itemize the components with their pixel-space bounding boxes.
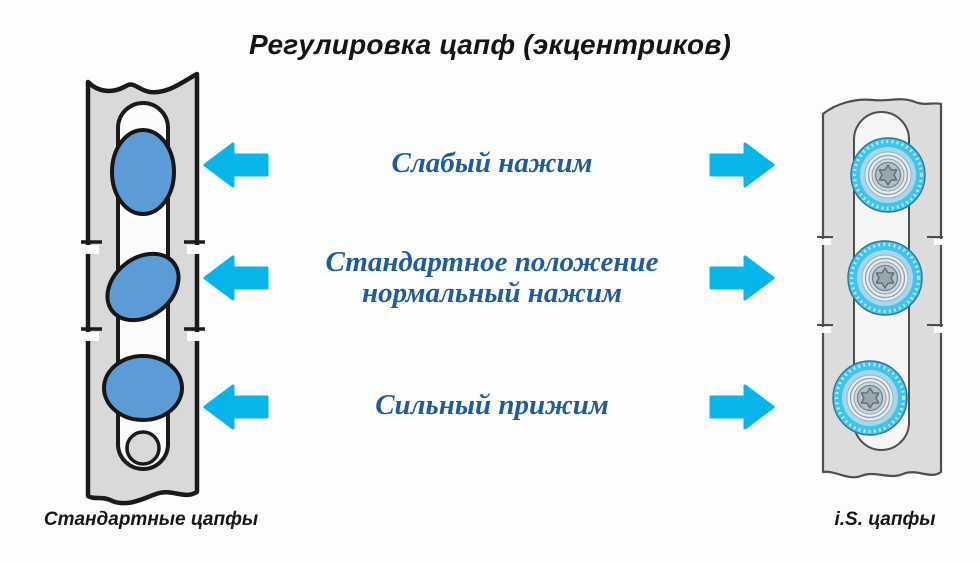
is-pin-standard [847, 240, 923, 316]
caption-standard-cams: Стандартные цапфы [43, 509, 259, 530]
page-title: Регулировка цапф (экцентриков) [249, 29, 731, 60]
torx-star-icon [860, 387, 880, 409]
label-strong-pressure: Сильный прижим [375, 389, 609, 421]
label-standard-position: Стандартное положение нормальный нажим [325, 246, 659, 309]
right-arrow-icon [709, 255, 775, 301]
left-arrow-icon [203, 255, 269, 301]
slot-end-hole [125, 430, 161, 466]
left-arrow-icon [203, 384, 269, 430]
label-weak-pressure: Слабый нажим [391, 147, 593, 179]
standard-strip-graphic [81, 71, 205, 506]
cam-weak [110, 128, 176, 216]
caption-is-cams: i.S. цапфы [834, 509, 936, 530]
segment-joint [81, 240, 205, 254]
segment-joint [817, 324, 946, 333]
is-pin-weak [850, 137, 926, 213]
is-pin-strong [832, 360, 908, 436]
segment-joint [81, 327, 205, 341]
is-strip-graphic [817, 98, 946, 479]
cam-standard [105, 251, 181, 323]
right-arrow-icon [709, 384, 775, 430]
right-arrow-icon [709, 142, 775, 188]
left-arrow-icon [203, 142, 269, 188]
segment-joint [817, 236, 946, 245]
cam-strong [102, 354, 184, 422]
torx-star-icon [875, 267, 895, 289]
torx-star-icon [878, 164, 898, 186]
